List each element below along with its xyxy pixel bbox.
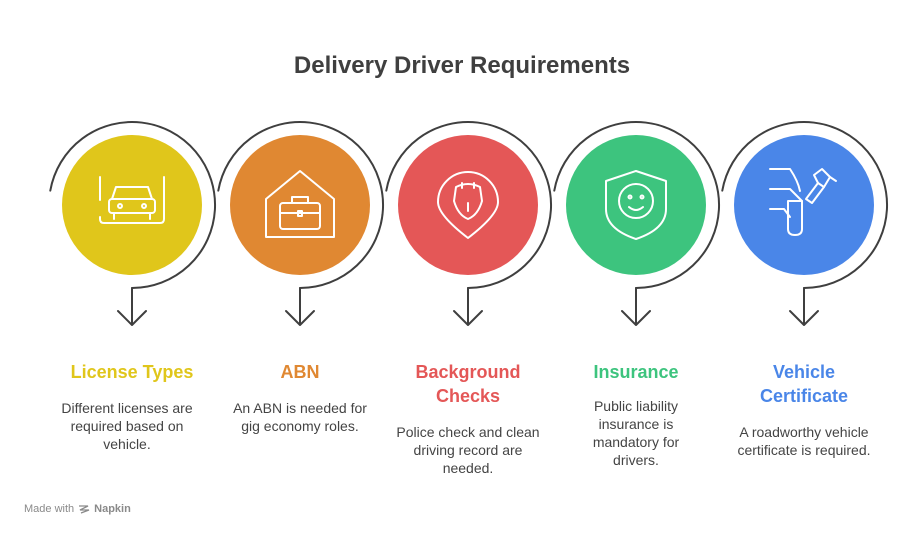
step-label-5-line-2: Certificate [759, 386, 849, 406]
step-circle-1 [62, 135, 202, 275]
car-icon [99, 176, 165, 224]
step-label-2-line-1: ABN [280, 362, 320, 382]
step-arrow-5 [789, 287, 819, 326]
step-label-3-line-1: Background [415, 362, 521, 382]
step-ring-3 [385, 121, 553, 289]
step-arrow-4 [621, 287, 651, 326]
step-arrow-3 [453, 287, 483, 326]
step-label-1: License Types [47, 360, 217, 384]
step-desc-2: An ABN is needed for gig economy roles. [233, 400, 367, 434]
napkin-logo-icon [79, 505, 90, 514]
step-label-2: ABN [215, 360, 385, 384]
step-arrow-2 [285, 287, 315, 326]
step-desc-3: Police check and clean driving record ar… [396, 424, 540, 476]
step-ring-4 [553, 121, 721, 289]
footer-brand: Napkin [94, 503, 131, 515]
step-label-3: Background Checks [383, 360, 553, 408]
page-title: Delivery Driver Requirements [293, 52, 631, 79]
footer: Made with Napkin [24, 503, 131, 515]
step-label-1-line-1: License Types [70, 362, 194, 382]
step-label-3-line-2: Checks [435, 386, 501, 406]
shield-face-icon [605, 170, 667, 240]
step-label-5-line-1: Vehicle [772, 362, 836, 382]
step-ring-1 [49, 121, 217, 289]
police-badge-icon [437, 171, 499, 239]
step-arrow-1 [117, 287, 147, 326]
step-circle-4 [566, 135, 706, 275]
step-label-4: Insurance [551, 360, 721, 384]
step-desc-5: A roadworthy vehicle certificate is requ… [737, 424, 871, 458]
step-label-4-line-1: Insurance [593, 362, 679, 382]
step-desc-1: Different licenses are required based on… [61, 400, 193, 452]
step-desc-4: Public liability insurance is mandatory … [592, 398, 680, 468]
footer-made-with: Made with [24, 503, 75, 515]
step-label-5: Vehicle Certificate [719, 360, 889, 408]
wrench-icon [769, 168, 837, 236]
step-circle-5 [734, 135, 874, 275]
briefcase-icon [265, 170, 335, 238]
step-ring-2 [217, 121, 385, 289]
step-ring-5 [721, 121, 889, 289]
step-circle-2 [230, 135, 370, 275]
